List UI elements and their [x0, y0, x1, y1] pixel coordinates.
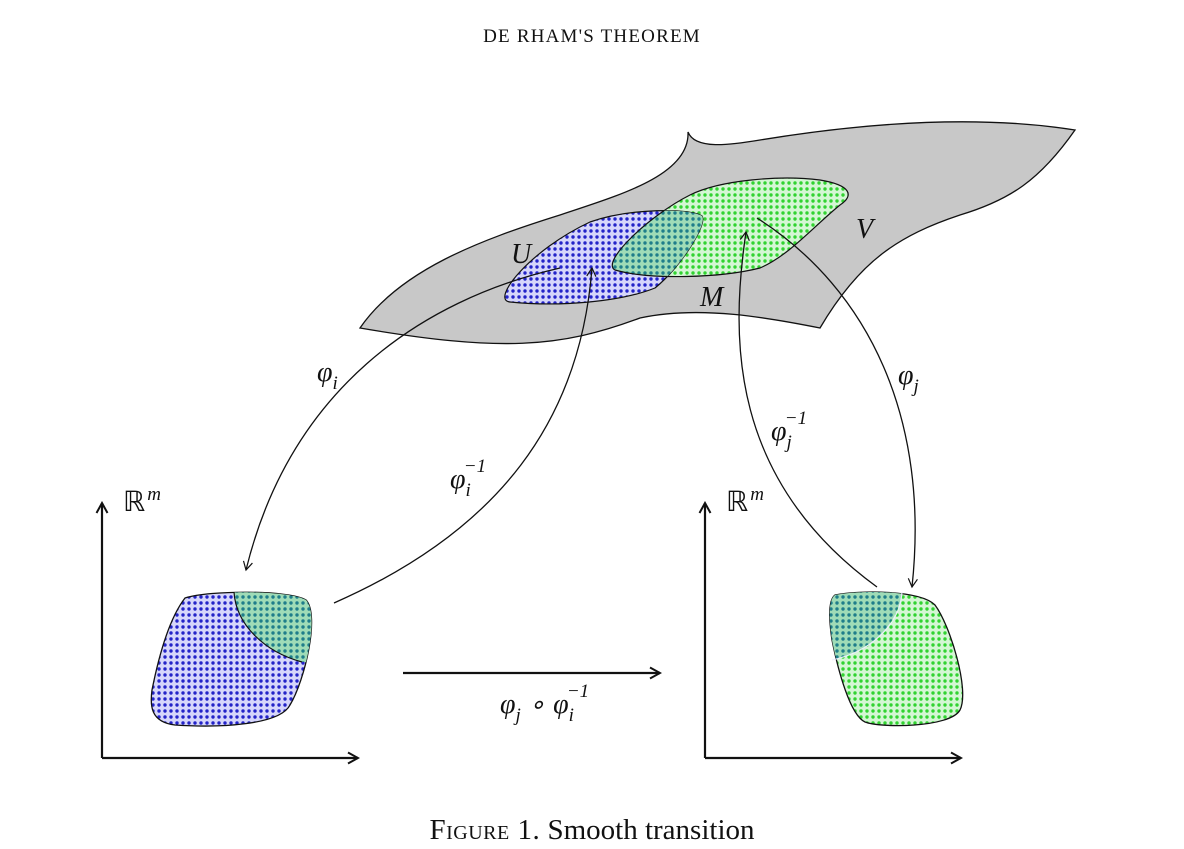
label-transition: φj∘φi−1	[500, 681, 589, 726]
arrow-phi-i-inverse	[333, 266, 597, 604]
set-u-label: U	[511, 239, 533, 270]
figure-label: Figure 1.	[429, 814, 541, 846]
arrow-phi-i	[242, 267, 561, 572]
label-phi-j-inverse: φj−1	[771, 408, 807, 453]
manifold-label: M	[699, 282, 725, 313]
label-phi-i: φi	[317, 357, 338, 394]
arrow-phi-j	[756, 217, 918, 589]
left-chart-overlap-boundary	[233, 591, 303, 663]
overlap-region	[611, 210, 703, 278]
label-phi-i-inverse: φi−1	[450, 456, 486, 501]
running-head: DE RHAM'S THEOREM	[483, 26, 701, 47]
label-phi-j: φj	[898, 360, 919, 397]
left-chart-overlap	[234, 592, 312, 662]
right-chart-overlap-boundary	[831, 591, 903, 661]
right-chart-overlap	[829, 592, 903, 660]
caption-text: Smooth transition	[547, 814, 755, 846]
figure-caption: Figure 1. Smooth transition	[0, 814, 1184, 847]
arrow-phi-j-inverse	[738, 230, 878, 588]
set-v-label: V	[856, 214, 876, 245]
